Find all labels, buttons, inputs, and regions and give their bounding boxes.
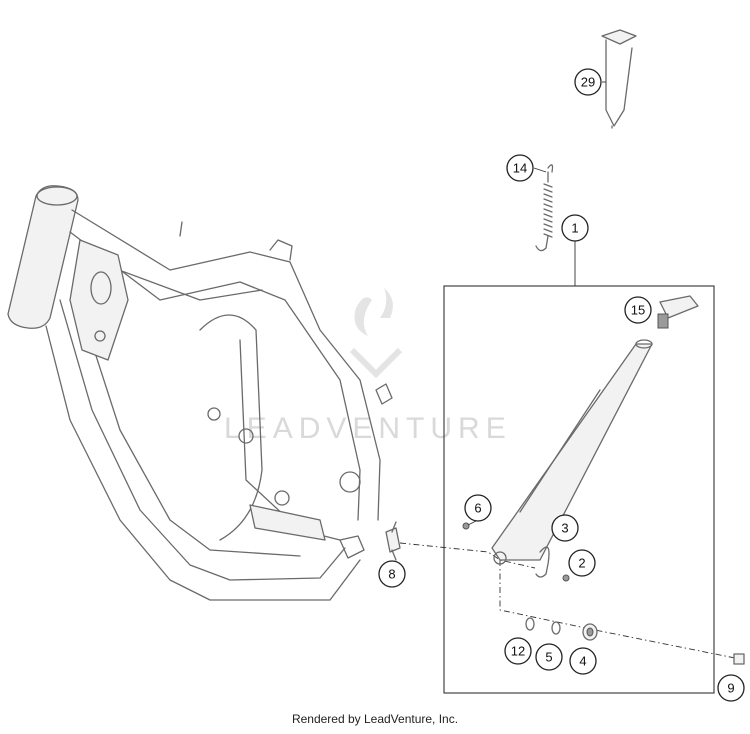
callout-circle [535, 643, 563, 671]
leader-14 [533, 167, 547, 173]
shock-mount-hole [274, 490, 290, 506]
frame-down-tube [45, 325, 361, 601]
callout-circle [624, 296, 652, 324]
frame-drawing [7, 185, 393, 601]
part-3-bracket [535, 546, 550, 578]
part-6-screw [462, 522, 470, 530]
callout-label: 29 [581, 75, 595, 90]
part-15-stem [657, 313, 669, 329]
callout-15: 15 [624, 296, 652, 324]
callout-circle [717, 674, 745, 702]
swingarm-pivot-hole [339, 471, 361, 493]
callout-label: 5 [545, 650, 552, 665]
callout-12: 12 [504, 637, 532, 665]
side-stand-foot-end [635, 339, 653, 349]
frame-cradle [77, 299, 301, 557]
spring-coil [543, 171, 553, 238]
callout-label: 12 [511, 644, 525, 659]
callout-circle [568, 549, 596, 577]
callout-circle [551, 514, 579, 542]
side-stand-drawing [491, 339, 653, 565]
part-29-handle [601, 29, 637, 45]
callout-label: 15 [631, 303, 645, 318]
callout-4: 4 [569, 647, 597, 675]
frame-center-loop [199, 314, 263, 541]
callout-label: 3 [561, 521, 568, 536]
gusset-hole [90, 271, 112, 305]
frame-bracket-top [269, 239, 293, 261]
watermark-text: LEADVENTURE [224, 412, 512, 445]
callout-8: 8 [378, 560, 406, 588]
callout-circle [378, 560, 406, 588]
flame-logo-icon [354, 288, 393, 336]
engine-mount-hole-upper [207, 407, 221, 421]
spring-hook-bottom [535, 235, 549, 252]
part-29-body [605, 39, 633, 127]
spring-hook-top [547, 164, 554, 173]
steering-head-tube [7, 185, 79, 329]
callout-label: 1 [571, 221, 578, 236]
callout-14: 14 [506, 154, 534, 182]
part-8-tabs [391, 521, 397, 561]
head-tube-opening [36, 186, 78, 206]
callout-label: 6 [474, 501, 481, 516]
callout-6: 6 [464, 494, 492, 522]
side-stand-pivot [493, 551, 507, 565]
engine-mount-hole [238, 428, 254, 444]
frame-top-spar-inner [69, 231, 361, 521]
frame-cross-tube [249, 504, 326, 541]
callout-circle [504, 637, 532, 665]
assembly-group-box [443, 285, 715, 694]
frame-down-tube-inner [59, 299, 346, 581]
part-5-washer [551, 621, 561, 635]
assembly-line-9 [499, 560, 736, 659]
front-gusset-plate [69, 239, 129, 361]
part-12-washer [525, 617, 535, 631]
gusset-hole-small [94, 330, 106, 342]
callout-label: 4 [579, 654, 586, 669]
frame-stud [179, 221, 183, 237]
frame-top-spar [71, 209, 381, 521]
frame-bracket-rear [375, 383, 393, 405]
part-2-screw [562, 574, 570, 582]
callout-9: 9 [717, 674, 745, 702]
callout-29: 29 [574, 68, 602, 96]
callout-label: 9 [727, 681, 734, 696]
side-stand-mount [339, 535, 365, 559]
callout-1: 1 [561, 214, 589, 242]
part-8-spacer [385, 527, 401, 553]
part-14-drawing [535, 164, 554, 252]
callout-circle [561, 214, 589, 242]
callout-label: 8 [388, 567, 395, 582]
frame-gusset [91, 259, 263, 301]
callout-5: 5 [535, 643, 563, 671]
callout-label: 2 [578, 556, 585, 571]
callout-2: 2 [568, 549, 596, 577]
side-stand-leg [491, 343, 653, 561]
part-15-drawing [657, 295, 699, 329]
callout-circle [574, 68, 602, 96]
callout-circle [506, 154, 534, 182]
part-9-bolt [733, 653, 745, 665]
callout-3: 3 [551, 514, 579, 542]
callout-label: 14 [513, 161, 527, 176]
part-4-bushing-bore [586, 627, 594, 637]
chevron-logo-icon [349, 347, 403, 379]
callout-circle [569, 647, 597, 675]
callout-circle [464, 494, 492, 522]
side-stand-edge [519, 389, 601, 513]
part-15-foot [659, 295, 699, 319]
render-credit: Rendered by LeadVenture, Inc. [291, 712, 459, 726]
watermark: LEADVENTURE [224, 288, 512, 445]
part-29-drawing [601, 29, 637, 129]
